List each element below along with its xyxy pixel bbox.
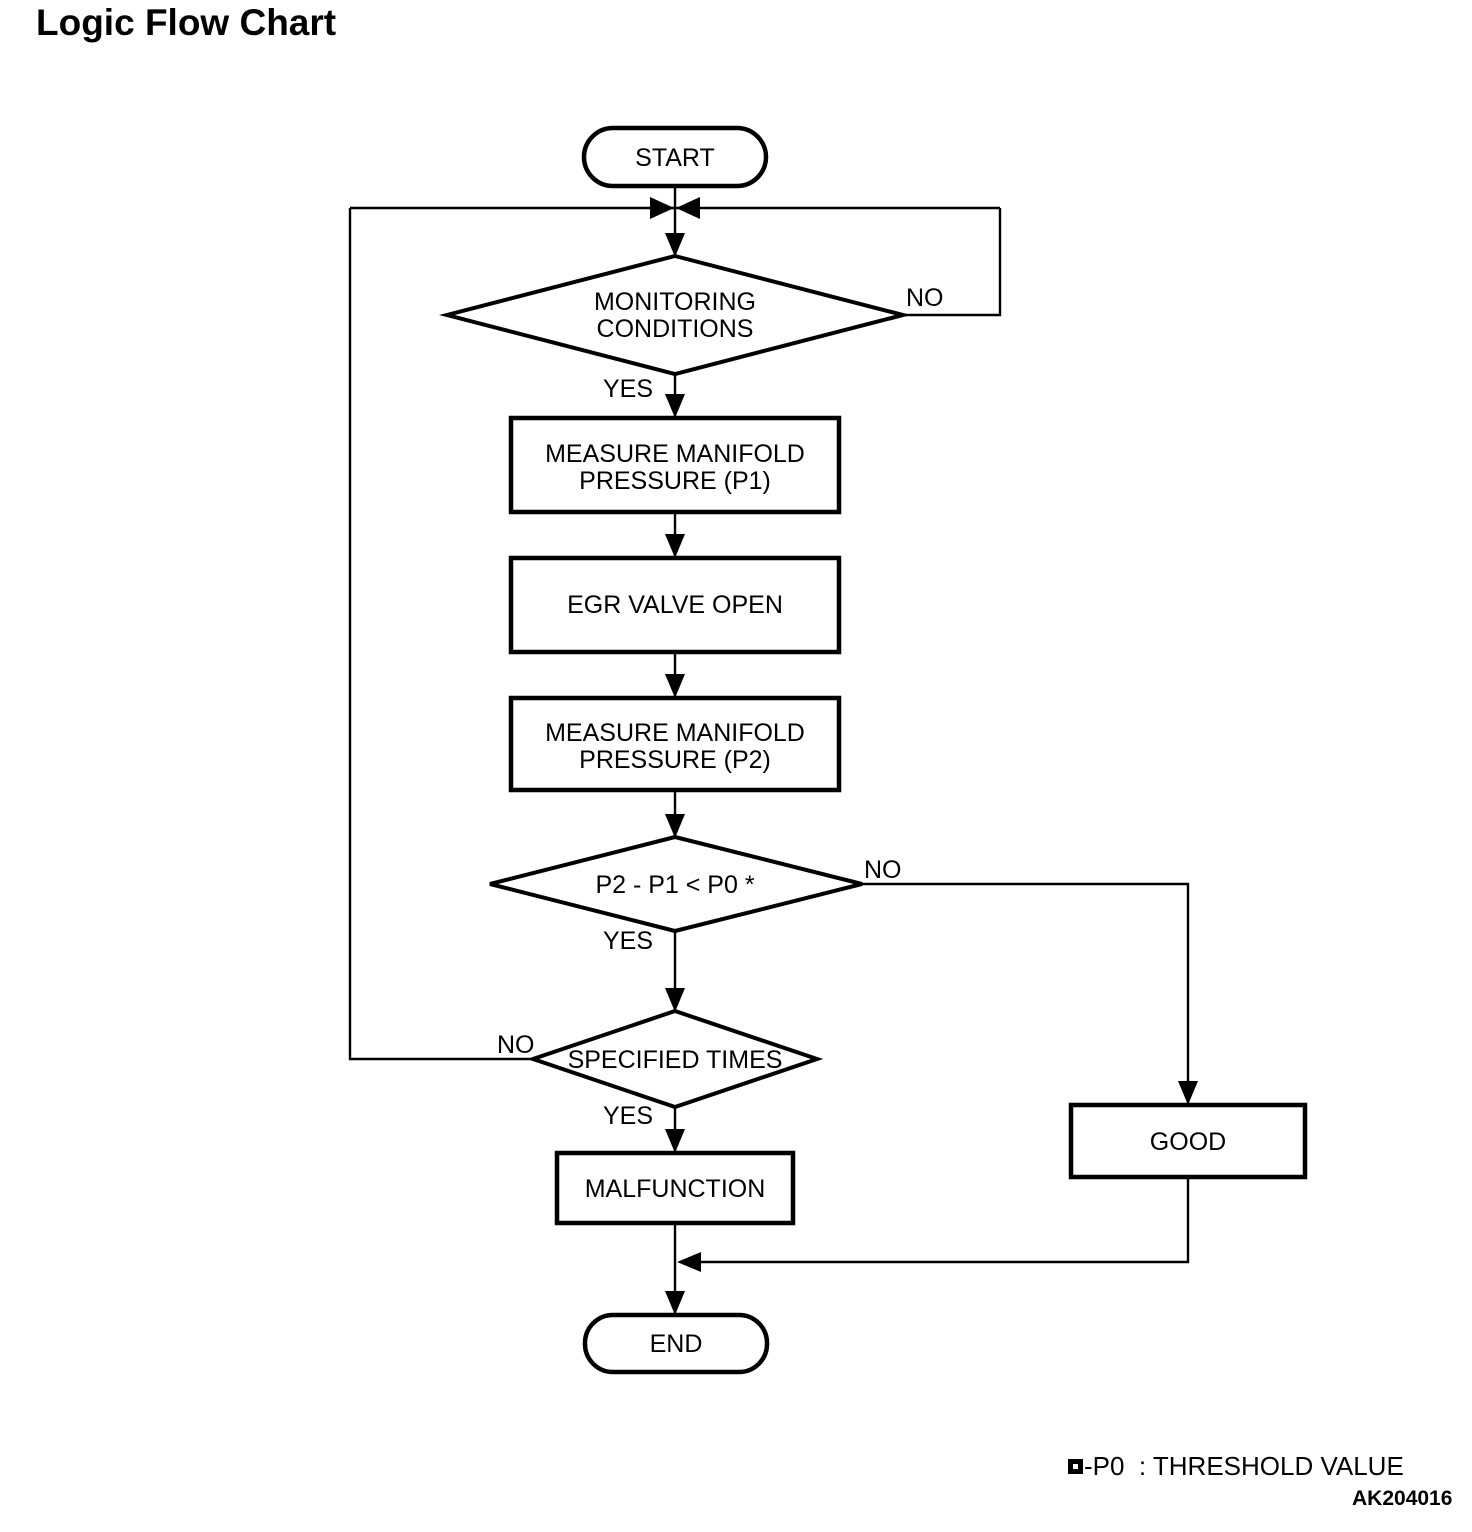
measure-p1-label-line2: PRESSURE (P1)	[579, 467, 771, 495]
arrowhead-good-merge-left	[677, 1252, 701, 1272]
node-specified-times: SPECIFIED TIMES	[526, 1008, 824, 1110]
end-label: END	[650, 1330, 703, 1358]
measure-p1-label-line1: MEASURE MANIFOLD	[545, 440, 805, 468]
footnote-legend: -P0 : THRESHOLD VALUE	[1068, 1451, 1404, 1482]
node-malfunction: MALFUNCTION	[554, 1150, 796, 1226]
specified-no-label: NO	[497, 1031, 535, 1059]
node-measure-p1: MEASURE MANIFOLD PRESSURE (P1)	[508, 415, 842, 515]
specified-decision-shape	[526, 1008, 824, 1110]
monitoring-label-line2: CONDITIONS	[597, 315, 754, 343]
p0-footnote-marker-icon	[1068, 1459, 1083, 1474]
monitoring-decision-shape	[439, 253, 911, 377]
compare-yes-label: YES	[603, 927, 653, 955]
good-label: GOOD	[1150, 1128, 1226, 1156]
monitoring-yes-label: YES	[603, 375, 653, 403]
node-compare-pressure: P2 - P1 < P0 *	[489, 834, 863, 934]
start-terminator-shape	[581, 125, 769, 189]
edge-monitoring-no-loop	[903, 208, 1002, 317]
node-egr-valve-open: EGR VALVE OPEN	[508, 555, 842, 655]
arrowhead-right-loop-into-junction	[676, 197, 700, 219]
arrowhead-into-measure-p2	[665, 674, 685, 698]
start-label: START	[635, 144, 715, 172]
arrowhead-into-measure-p1	[665, 394, 685, 418]
compare-no-label: NO	[864, 856, 902, 884]
arrowhead-into-good	[1178, 1081, 1198, 1105]
footnote-legend-text: -P0 : THRESHOLD VALUE	[1084, 1451, 1404, 1481]
edge-good-to-merge	[701, 1177, 1190, 1264]
measure-p2-process-shape	[508, 695, 842, 793]
arrowhead-left-loop-into-junction	[650, 197, 674, 219]
edge-compare-no-to-good	[862, 882, 1190, 1103]
node-monitoring-conditions: MONITORING CONDITIONS	[439, 253, 911, 377]
specified-label: SPECIFIED TIMES	[568, 1046, 783, 1074]
measure-p2-label-line1: MEASURE MANIFOLD	[545, 719, 805, 747]
end-terminator-shape	[582, 1312, 770, 1375]
compare-decision-shape	[489, 834, 863, 934]
node-good: GOOD	[1068, 1102, 1308, 1180]
malfunction-label: MALFUNCTION	[585, 1175, 766, 1203]
arrowhead-into-compare	[665, 814, 685, 838]
malfunction-process-shape	[554, 1150, 796, 1226]
arrowhead-into-monitoring	[665, 233, 685, 257]
edge-specified-no-loop	[348, 208, 533, 1061]
measure-p2-label-line2: PRESSURE (P2)	[579, 746, 771, 774]
egr-label: EGR VALVE OPEN	[567, 591, 783, 619]
node-start: START	[581, 125, 769, 189]
monitoring-no-label: NO	[906, 284, 944, 312]
compare-label: P2 - P1 < P0 *	[595, 871, 754, 899]
node-end: END	[582, 1312, 770, 1375]
figure-code: AK204016	[1352, 1487, 1453, 1510]
arrowhead-into-specified	[665, 988, 685, 1012]
node-measure-p2: MEASURE MANIFOLD PRESSURE (P2)	[508, 695, 842, 793]
arrowhead-into-malfunction	[665, 1129, 685, 1153]
good-process-shape	[1068, 1102, 1308, 1180]
arrowhead-into-egr	[665, 534, 685, 558]
arrowhead-into-end	[665, 1291, 685, 1315]
monitoring-label-line1: MONITORING	[594, 288, 756, 316]
specified-yes-label: YES	[603, 1102, 653, 1130]
egr-process-shape	[508, 555, 842, 655]
measure-p1-process-shape	[508, 415, 842, 515]
page-title: Logic Flow Chart	[36, 2, 337, 43]
